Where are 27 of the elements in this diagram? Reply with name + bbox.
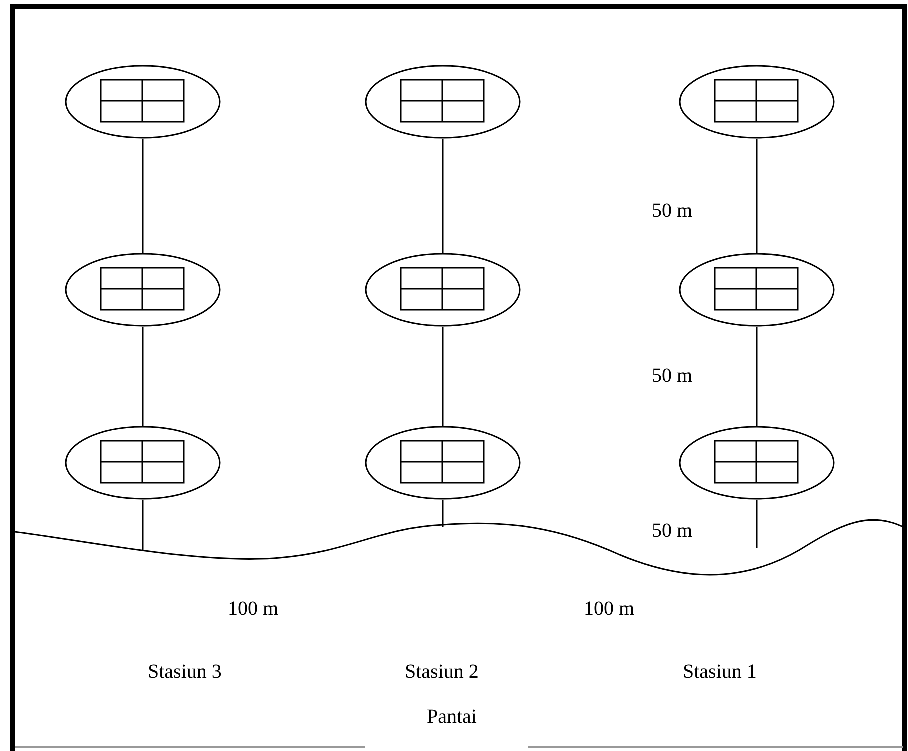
quadrat-ellipse	[679, 65, 835, 139]
quadrat-ellipse	[65, 253, 221, 327]
connector-line	[142, 139, 144, 253]
distance-label: 50 m	[652, 365, 693, 388]
quadrat-ellipse	[65, 65, 221, 139]
station-label: Stasiun 3	[148, 661, 222, 684]
quadrat-ellipse	[365, 65, 521, 139]
distance-label: 50 m	[652, 520, 693, 543]
quadrat-ellipse	[679, 426, 835, 500]
beach-label: Pantai	[427, 706, 477, 729]
quadrat-ellipse	[365, 426, 521, 500]
connector-line	[142, 500, 144, 550]
distance-label: 100 m	[584, 598, 635, 621]
quadrat-ellipse	[65, 426, 221, 500]
distance-label: 100 m	[228, 598, 279, 621]
connector-line	[442, 139, 444, 253]
connector-line	[442, 500, 444, 527]
connector-line	[756, 139, 758, 253]
quadrat-ellipse	[679, 253, 835, 327]
connector-line	[756, 500, 758, 548]
distance-label: 50 m	[652, 200, 693, 223]
connector-line	[442, 327, 444, 426]
station-label: Stasiun 2	[405, 661, 479, 684]
connector-line	[756, 327, 758, 426]
quadrat-ellipse	[365, 253, 521, 327]
connector-line	[142, 327, 144, 426]
station-label: Stasiun 1	[683, 661, 757, 684]
